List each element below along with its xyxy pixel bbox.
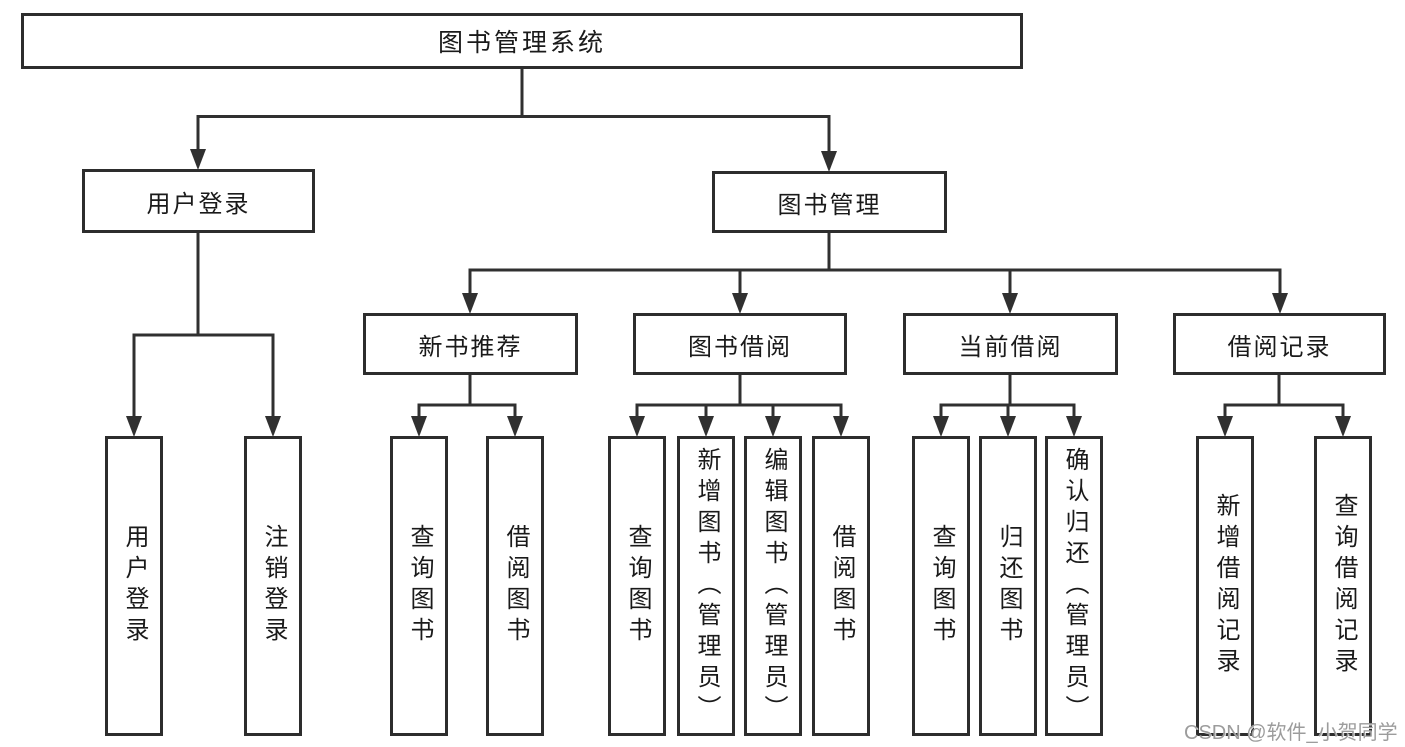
- node-book-mgmt-label: 图书管理: [777, 191, 882, 219]
- leaf-current-confirm-label: 确认归还（管理员）: [1061, 446, 1088, 726]
- node-user-login-label: 用户登录: [146, 190, 251, 218]
- csdn-watermark: CSDN @软件_小贺同学: [1184, 722, 1398, 744]
- leaf-borrow-edit-label: 编辑图书（管理员）: [760, 446, 787, 726]
- leaf-borrow-add-label: 新增图书（管理员）: [693, 446, 720, 726]
- leaf-borrow-query-label: 查询图书: [624, 524, 651, 648]
- leaf-current-return: 归还图书: [979, 436, 1037, 736]
- leaf-borrow-query: 查询图书: [608, 436, 666, 736]
- leaf-user-login-label: 用户登录: [121, 524, 148, 648]
- leaf-record-query: 查询借阅记录: [1314, 436, 1372, 736]
- node-user-login: 用户登录: [82, 169, 315, 233]
- node-book-borrow: 图书借阅: [633, 313, 847, 375]
- node-current-borrow: 当前借阅: [903, 313, 1118, 375]
- leaf-current-query-label: 查询图书: [928, 524, 955, 648]
- leaf-newbook-borrow: 借阅图书: [486, 436, 544, 736]
- node-root-label: 图书管理系统: [437, 29, 606, 57]
- leaf-borrow-add: 新增图书（管理员）: [677, 436, 735, 736]
- leaf-borrow-borrow: 借阅图书: [812, 436, 870, 736]
- leaf-current-query: 查询图书: [912, 436, 970, 736]
- leaf-record-query-label: 查询借阅记录: [1330, 493, 1357, 679]
- leaf-current-return-label: 归还图书: [995, 524, 1022, 648]
- leaf-current-confirm: 确认归还（管理员）: [1045, 436, 1103, 736]
- node-current-borrow-label: 当前借阅: [958, 333, 1063, 361]
- leaf-newbook-query-label: 查询图书: [406, 524, 433, 648]
- node-new-book-rec: 新书推荐: [363, 313, 578, 375]
- leaf-borrow-borrow-label: 借阅图书: [828, 524, 855, 648]
- node-book-borrow-label: 图书借阅: [688, 333, 792, 361]
- leaf-record-add-label: 新增借阅记录: [1212, 493, 1239, 679]
- leaf-record-add: 新增借阅记录: [1196, 436, 1254, 736]
- leaf-borrow-edit: 编辑图书（管理员）: [744, 436, 802, 736]
- node-new-book-rec-label: 新书推荐: [418, 333, 523, 361]
- leaf-newbook-query: 查询图书: [390, 436, 448, 736]
- leaf-logout: 注销登录: [244, 436, 302, 736]
- leaf-newbook-borrow-label: 借阅图书: [502, 524, 529, 648]
- arrowheads: [126, 149, 1351, 437]
- node-root: 图书管理系统: [21, 13, 1023, 69]
- node-book-mgmt: 图书管理: [712, 171, 947, 233]
- leaf-user-login: 用户登录: [105, 436, 163, 736]
- node-borrow-record: 借阅记录: [1173, 313, 1386, 375]
- node-borrow-record-label: 借阅记录: [1227, 333, 1332, 361]
- leaf-logout-label: 注销登录: [260, 524, 287, 648]
